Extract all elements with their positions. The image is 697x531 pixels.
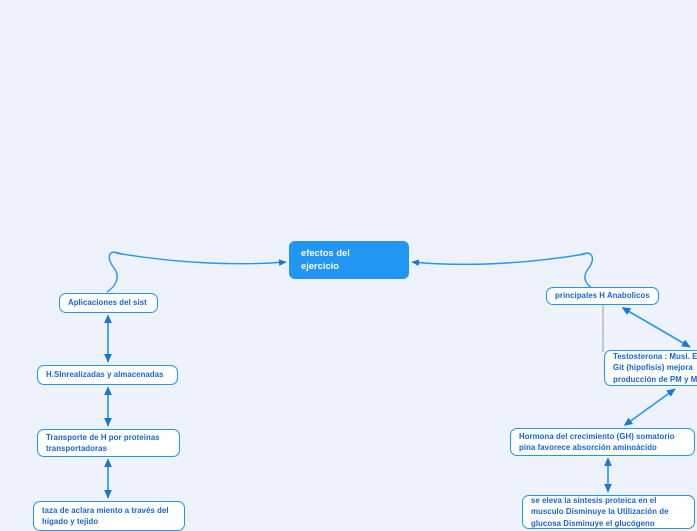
node-label: principales H Anabolicos — [555, 291, 650, 301]
node-label: Hormona del crecimiento (GH) somatorio p… — [519, 431, 675, 452]
node-sintesis-proteica[interactable]: se eleva la síntesis proteica en el musc… — [522, 495, 695, 529]
edge-root-right — [579, 252, 595, 291]
node-label: taza de aclara miento a través del hígad… — [42, 505, 169, 526]
edge-root-left — [106, 251, 122, 293]
node-taza-de-aclaramiento[interactable]: taza de aclara miento a través del hígad… — [33, 501, 185, 531]
node-testosterona[interactable]: Testosterona : Musi. E Git (hipofisis) m… — [604, 350, 697, 386]
node-label: Transporte de H por proteinas transporta… — [46, 432, 160, 453]
node-hsin-realizadas-almacenadas[interactable]: H.SInrealizadas y almacenadas — [37, 365, 178, 385]
node-transporte-de-h[interactable]: Transporte de H por proteinas transporta… — [37, 429, 180, 457]
node-efectos-del-ejercicio[interactable]: efectos del ejercicio — [289, 241, 409, 279]
node-hormona-crecimiento-gh[interactable]: Hormona del crecimiento (GH) somatorio p… — [510, 428, 695, 456]
edge-testosterona-gh — [623, 388, 676, 426]
node-label: Testosterona : Musi. E Git (hipofisis) m… — [613, 352, 697, 384]
node-aplicaciones-del-sist[interactable]: Aplicaciones del sist — [59, 293, 158, 313]
edge-principales-testosterona — [621, 307, 691, 348]
node-label: H.SInrealizadas y almacenadas — [46, 370, 164, 380]
node-label: se eleva la síntesis proteica en el musc… — [531, 496, 669, 528]
node-label: efectos del ejercicio — [301, 247, 350, 271]
edge-root-left-arrow — [115, 252, 287, 266]
node-label: Aplicaciones del sist — [68, 298, 147, 308]
edge-root-right-arrow — [411, 253, 586, 267]
node-principales-h-anabolicos[interactable]: principales H Anabolicos — [546, 287, 659, 305]
